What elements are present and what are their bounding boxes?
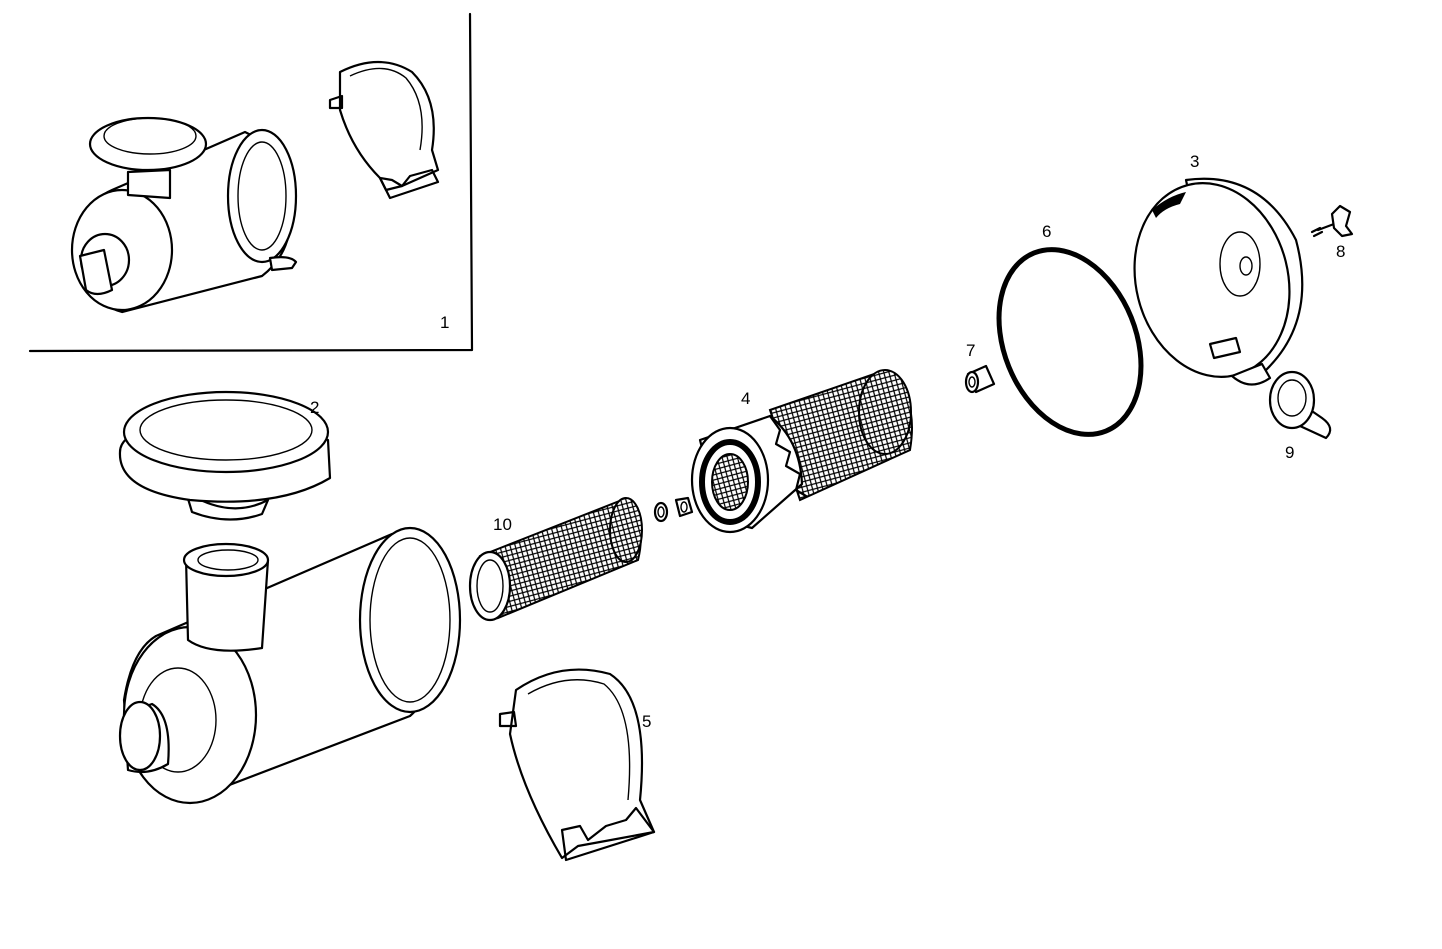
- washer-nut: [653, 496, 694, 523]
- part-8-wing-screw: [1310, 204, 1354, 238]
- callout-9: 9: [1285, 443, 1294, 462]
- callout-3: 3: [1190, 152, 1199, 171]
- part-5-clamp: [498, 668, 656, 862]
- part-4-filter-element: [690, 369, 913, 534]
- part-2-rain-cap: [118, 390, 332, 521]
- part-9-dust-valve: [1268, 370, 1332, 440]
- part-3-dust-cover: [1133, 177, 1304, 386]
- inset-housing: [70, 116, 298, 314]
- callout-10: 10: [493, 515, 512, 534]
- part-7-nut: [964, 364, 996, 394]
- callout-8: 8: [1336, 242, 1345, 261]
- callout-4: 4: [741, 389, 750, 408]
- callout-7: 7: [966, 341, 975, 360]
- callout-2: 2: [310, 398, 319, 417]
- callout-6: 6: [1042, 222, 1051, 241]
- part-6-gasket: [996, 247, 1144, 437]
- inset-assembled-view: 1: [28, 12, 474, 353]
- inset-clamp: [328, 61, 440, 200]
- inset-label: 1: [440, 313, 449, 332]
- air-filter-housing: [118, 526, 462, 805]
- part-10-safety-element: [468, 497, 643, 622]
- callout-5: 5: [642, 712, 651, 731]
- inset-frame: [28, 12, 474, 353]
